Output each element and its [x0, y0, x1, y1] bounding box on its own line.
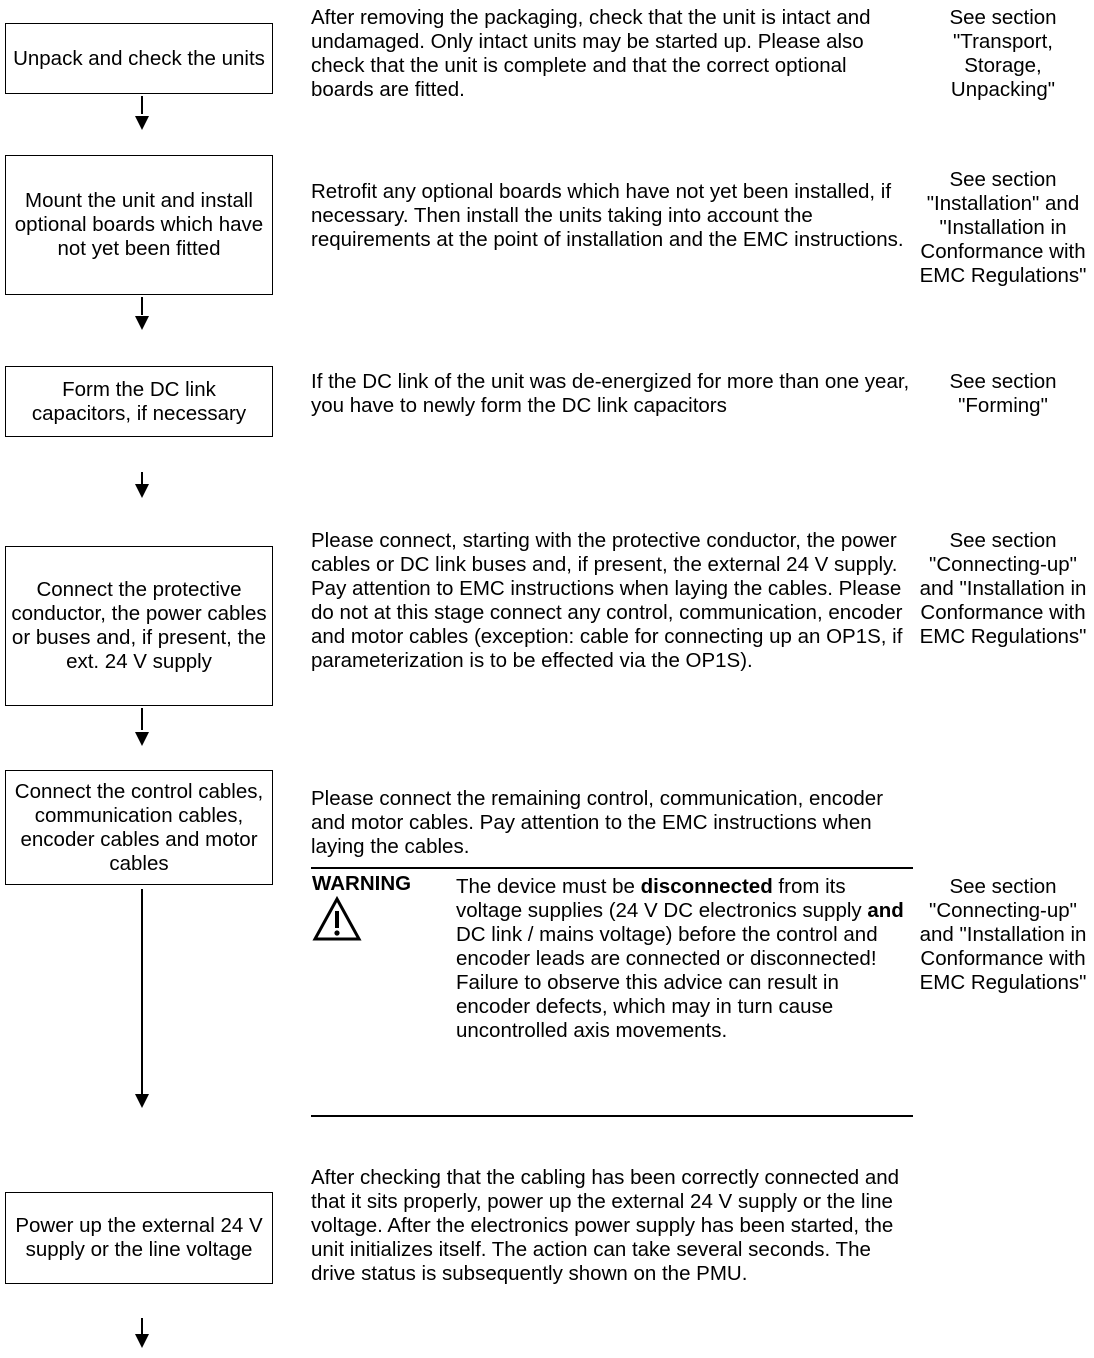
arrow-1-head — [135, 116, 149, 130]
step-2-box: Mount the unit and install optional boar… — [5, 155, 273, 295]
arrow-2-line — [141, 297, 143, 315]
arrow-3-head — [135, 484, 149, 498]
arrow-4-line — [141, 708, 143, 730]
step-2-label: Mount the unit and install optional boar… — [14, 189, 264, 260]
warning-triangle-icon — [312, 896, 362, 941]
warning-paragraph-2: Failure to observe this advice can resul… — [456, 971, 839, 1042]
warning-label: WARNING — [312, 872, 412, 895]
step-4-reference: See section "Connecting-up" and "Install… — [919, 529, 1087, 648]
step-5-reference: See section "Connecting-up" and "Install… — [919, 875, 1087, 994]
arrow-6-head — [135, 1334, 149, 1348]
step-6-box: Power up the external 24 V supply or the… — [5, 1192, 273, 1284]
step-2-description: Retrofit any optional boards which have … — [311, 180, 904, 251]
warning-text: The device must be disconnected from its… — [456, 875, 906, 1043]
warning-top-rule — [311, 867, 913, 869]
step-4-description: Please connect, starting with the protec… — [311, 529, 903, 672]
step-3-description: If the DC link of the unit was de-energi… — [311, 370, 910, 417]
step-1-reference: See section "Transport, Storage, Unpacki… — [949, 6, 1057, 101]
step-5-box: Connect the control cables, communicatio… — [5, 770, 273, 885]
step-3-box: Form the DC link capacitors, if necessar… — [5, 366, 273, 437]
arrow-6-line — [141, 1318, 143, 1334]
arrow-5-head — [135, 1094, 149, 1108]
step-4-label: Connect the protective conductor, the po… — [11, 578, 267, 673]
arrow-4-head — [135, 732, 149, 746]
step-6-label: Power up the external 24 V supply or the… — [15, 1214, 263, 1261]
step-1-label: Unpack and check the units — [13, 46, 265, 70]
arrow-5-line — [141, 889, 143, 1094]
step-6-description: After checking that the cabling has been… — [311, 1166, 900, 1285]
step-5-description: Please connect the remaining control, co… — [311, 787, 884, 858]
arrow-2-head — [135, 316, 149, 330]
step-3-reference: See section "Forming" — [949, 370, 1057, 417]
step-5-label: Connect the control cables, communicatio… — [14, 779, 264, 875]
step-3-label: Form the DC link capacitors, if necessar… — [31, 377, 247, 425]
arrow-1-line — [141, 96, 143, 114]
step-4-box: Connect the protective conductor, the po… — [5, 546, 273, 706]
step-1-description: After removing the packaging, check that… — [311, 6, 871, 101]
warning-bottom-rule — [311, 1115, 913, 1117]
warning-paragraph-1: The device must be disconnected from its… — [456, 875, 904, 970]
step-1-box: Unpack and check the units — [5, 23, 273, 94]
arrow-3-line — [141, 472, 143, 484]
step-2-reference: See section "Installation" and "Installa… — [919, 168, 1087, 287]
